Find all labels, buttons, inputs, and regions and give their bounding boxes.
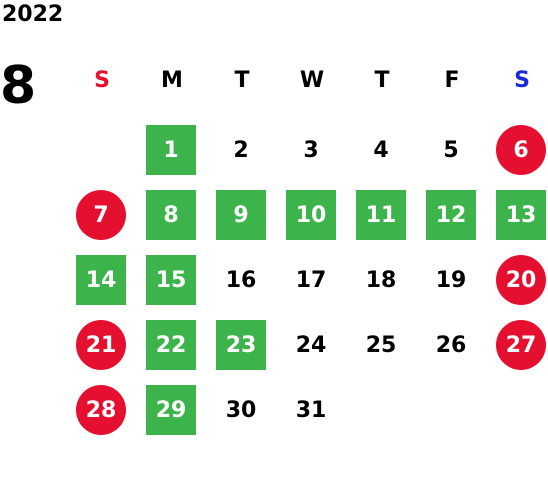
- day-cell-23: 23: [216, 320, 266, 370]
- day-cell-14: 14: [76, 255, 126, 305]
- weekday-1: M: [161, 68, 183, 93]
- day-cell-7: 7: [76, 190, 126, 240]
- weekday-4: T: [374, 68, 390, 93]
- day-cell-19: 19: [435, 267, 467, 293]
- weekday-0: S: [94, 68, 110, 93]
- day-cell-3: 3: [303, 137, 319, 163]
- weekday-3: W: [299, 68, 325, 93]
- day-cell-27: 27: [496, 320, 546, 370]
- weekday-6: S: [514, 68, 530, 93]
- year-label: 2022: [2, 2, 64, 27]
- day-cell-4: 4: [373, 137, 389, 163]
- day-cell-5: 5: [443, 137, 459, 163]
- day-cell-21: 21: [76, 320, 126, 370]
- day-cell-18: 18: [365, 267, 397, 293]
- day-cell-28: 28: [76, 385, 126, 435]
- day-cell-22: 22: [146, 320, 196, 370]
- month-number: 8: [0, 56, 37, 116]
- weekday-2: T: [234, 68, 250, 93]
- day-cell-1: 1: [146, 125, 196, 175]
- day-cell-24: 24: [295, 332, 327, 358]
- day-cell-12: 12: [426, 190, 476, 240]
- day-cell-17: 17: [295, 267, 327, 293]
- day-cell-8: 8: [146, 190, 196, 240]
- day-cell-20: 20: [496, 255, 546, 305]
- day-cell-30: 30: [225, 397, 257, 423]
- day-cell-6: 6: [496, 125, 546, 175]
- day-cell-31: 31: [295, 397, 327, 423]
- day-cell-11: 11: [356, 190, 406, 240]
- day-cell-2: 2: [233, 137, 249, 163]
- day-cell-15: 15: [146, 255, 196, 305]
- day-cell-10: 10: [286, 190, 336, 240]
- weekday-5: F: [444, 68, 460, 93]
- day-cell-13: 13: [496, 190, 546, 240]
- day-cell-26: 26: [435, 332, 467, 358]
- day-cell-16: 16: [225, 267, 257, 293]
- day-cell-25: 25: [365, 332, 397, 358]
- day-cell-9: 9: [216, 190, 266, 240]
- day-cell-29: 29: [146, 385, 196, 435]
